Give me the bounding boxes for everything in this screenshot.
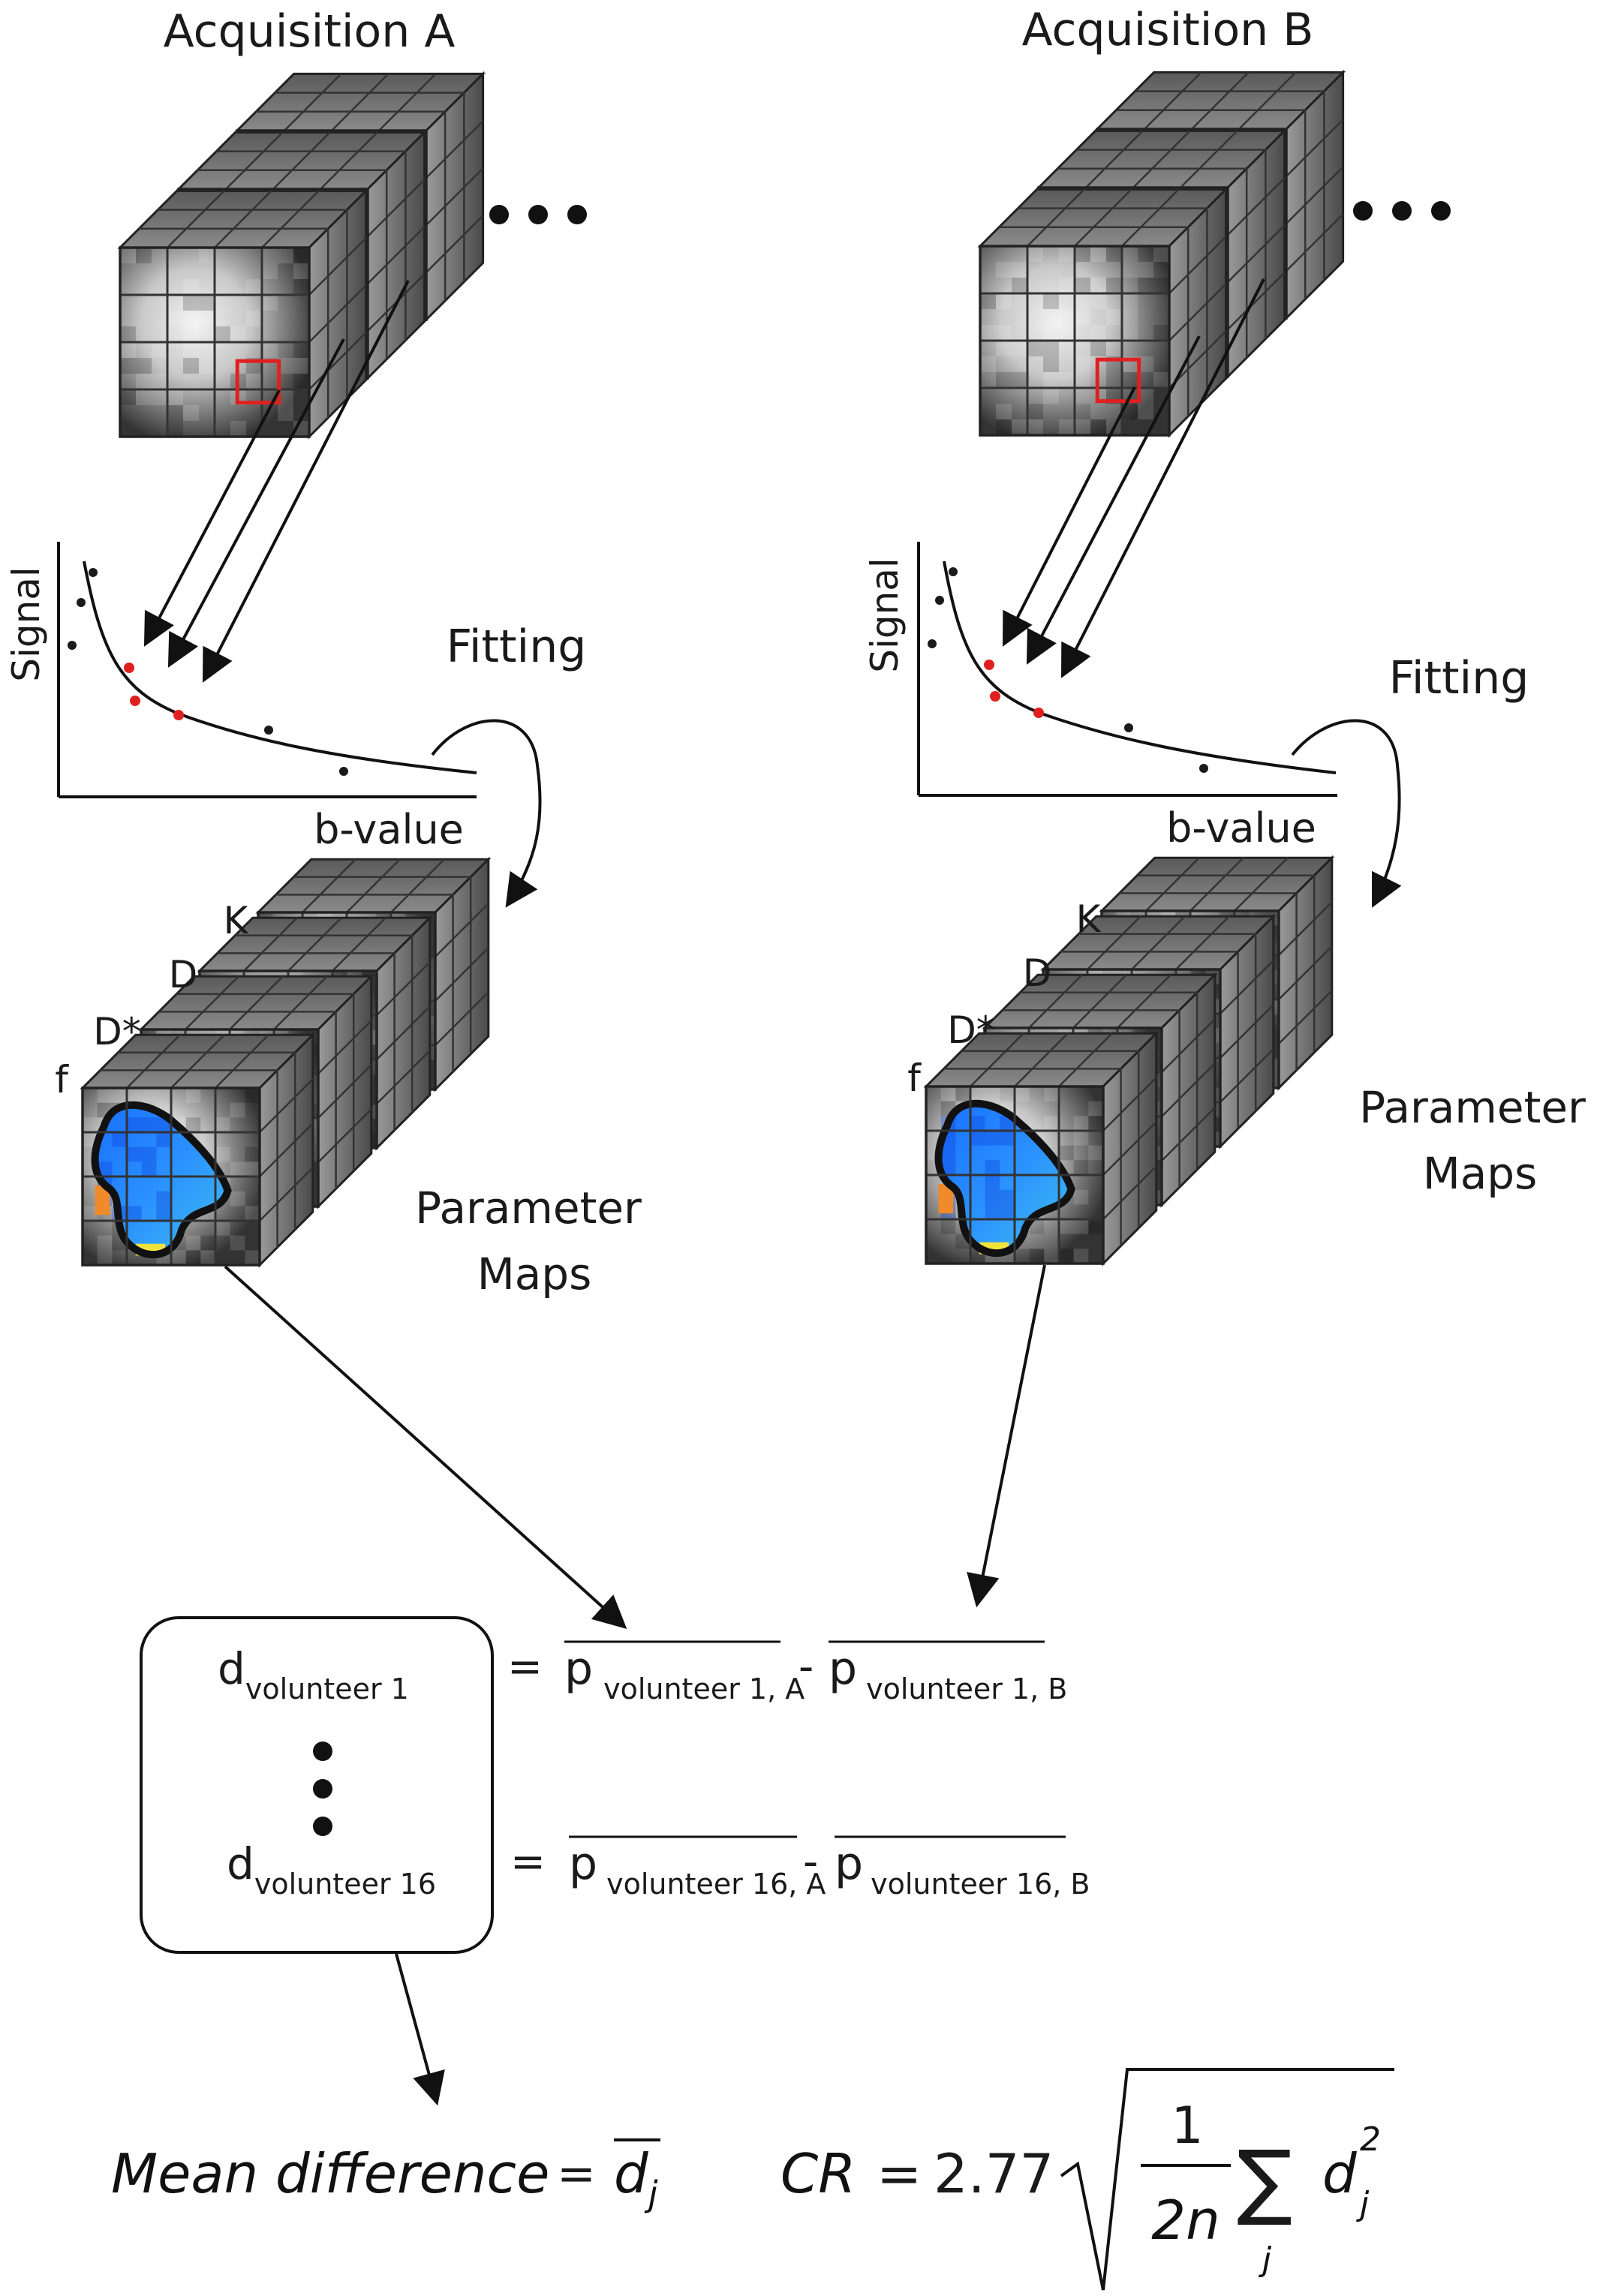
maps-b-label-line1: Parameter <box>1359 1082 1586 1133</box>
cr-d-term: d <box>1322 2142 1358 2205</box>
parameter-map-cube <box>923 1030 1159 1267</box>
cr-d-superscript: 2 <box>1360 2120 1381 2159</box>
plot-a-data-point <box>130 696 140 706</box>
acquisition-b-volume-stack <box>977 69 1346 438</box>
voxel-highlight <box>235 359 281 405</box>
voxel-highlight <box>1095 357 1141 404</box>
acquisition-b-fit-plot: Signal b-value Fitting <box>863 542 1529 852</box>
acquisition-a-volume-stack <box>117 71 486 440</box>
volume-cube <box>117 188 369 440</box>
plot-a-data-point <box>77 598 86 607</box>
map-b-label-dstar: D* <box>947 1008 995 1052</box>
acquisition-b-title: Acquisition B <box>1022 4 1314 56</box>
minus-sign-1: - <box>798 1642 814 1691</box>
volume-cube <box>977 186 1229 438</box>
sum-subscript: j <box>1259 2240 1272 2279</box>
map-b-label-k: K <box>1076 897 1102 941</box>
plot-b-data-point <box>1033 708 1044 718</box>
sqrt-symbol <box>1060 2068 1394 2291</box>
cr-lhs: CR <box>780 2142 856 2205</box>
plot-a-fit-curve <box>83 560 477 774</box>
parameter-map-cube <box>80 1032 316 1268</box>
acquisition-b-fit-to-maps-arrow <box>1291 719 1402 908</box>
maps-a-label-line1: Parameter <box>415 1183 642 1234</box>
acquisition-a-voxel-arrows <box>143 280 410 683</box>
map-b-label-d: D <box>1023 951 1052 995</box>
plot-a-fitting-label: Fitting <box>447 621 587 673</box>
acquisition-a-fit-to-maps-arrow <box>431 719 542 908</box>
maps-a-label-line2: Maps <box>477 1249 592 1300</box>
acquisition-b-voxel-arrows <box>1003 278 1265 678</box>
acquisition-a-ellipsis <box>489 205 587 224</box>
vertical-ellipsis <box>313 1742 332 1836</box>
plot-b-data-point <box>1124 723 1133 732</box>
plot-b-data-point <box>935 596 944 605</box>
cr-d-subscript: j <box>1356 2185 1370 2223</box>
map-a-label-dstar: D* <box>93 1010 141 1053</box>
plot-b-data-point <box>1199 764 1208 773</box>
map-a-label-k: K <box>224 899 249 942</box>
acquisition-b-ellipsis <box>1353 201 1451 221</box>
acquisition-a-parameter-maps <box>80 856 492 1268</box>
box-to-mean-arrow <box>395 1953 445 2106</box>
plot-a-y-label: Signal <box>5 566 48 682</box>
equals-sign-1: = <box>507 1642 543 1691</box>
cr-numerator: 1 <box>1171 2096 1203 2156</box>
acquisition-b-parameter-maps <box>923 855 1335 1267</box>
plot-a-data-point <box>264 726 273 735</box>
mean-difference-equals: = <box>557 2146 596 2201</box>
plot-b-data-point <box>984 660 994 670</box>
acquisition-a-title: Acquisition A <box>164 5 456 58</box>
cr-coefficient: 2.77 <box>934 2142 1054 2205</box>
plot-a-data-point <box>68 641 77 650</box>
d-volunteer-1: dvolunteer 1 <box>218 1643 409 1705</box>
map-b-label-f: f <box>907 1056 922 1100</box>
maps-a-to-equation-arrow <box>224 1265 627 1629</box>
plot-a-data-point <box>339 767 348 776</box>
plot-b-fitting-label: Fitting <box>1389 652 1529 705</box>
plot-a-data-point <box>89 568 98 577</box>
cr-equals: = <box>877 2142 922 2205</box>
cr-denominator: 2n <box>1151 2189 1220 2252</box>
plot-b-data-point <box>990 691 1000 702</box>
roi-outline <box>934 1099 1075 1257</box>
map-a-label-f: f <box>55 1058 69 1101</box>
plot-b-y-label: Signal <box>863 557 907 673</box>
acquisition-a-fit-plot: Signal b-value Fitting <box>5 542 586 853</box>
equals-sign-2: = <box>510 1838 546 1886</box>
plot-b-x-label: b-value <box>1166 804 1316 852</box>
plot-a-data-point <box>173 710 184 720</box>
plot-b-fit-curve <box>943 560 1337 774</box>
d-volunteer-16: dvolunteer 16 <box>227 1838 436 1901</box>
plot-b-data-point <box>928 639 937 648</box>
plot-a-x-label: b-value <box>314 806 464 853</box>
roi-outline <box>91 1101 232 1258</box>
mean-difference-label: Mean difference <box>111 2142 549 2205</box>
map-a-label-d: D <box>169 953 198 996</box>
maps-b-label-line2: Maps <box>1423 1148 1538 1199</box>
mean-d-symbol: dj <box>614 2142 658 2214</box>
minus-sign-2: - <box>803 1838 818 1886</box>
plot-a-data-point <box>124 663 134 673</box>
maps-b-to-equation-arrow <box>967 1264 1046 1608</box>
plot-b-data-point <box>949 567 958 576</box>
sum-symbol: ∑ <box>1237 2132 1292 2228</box>
